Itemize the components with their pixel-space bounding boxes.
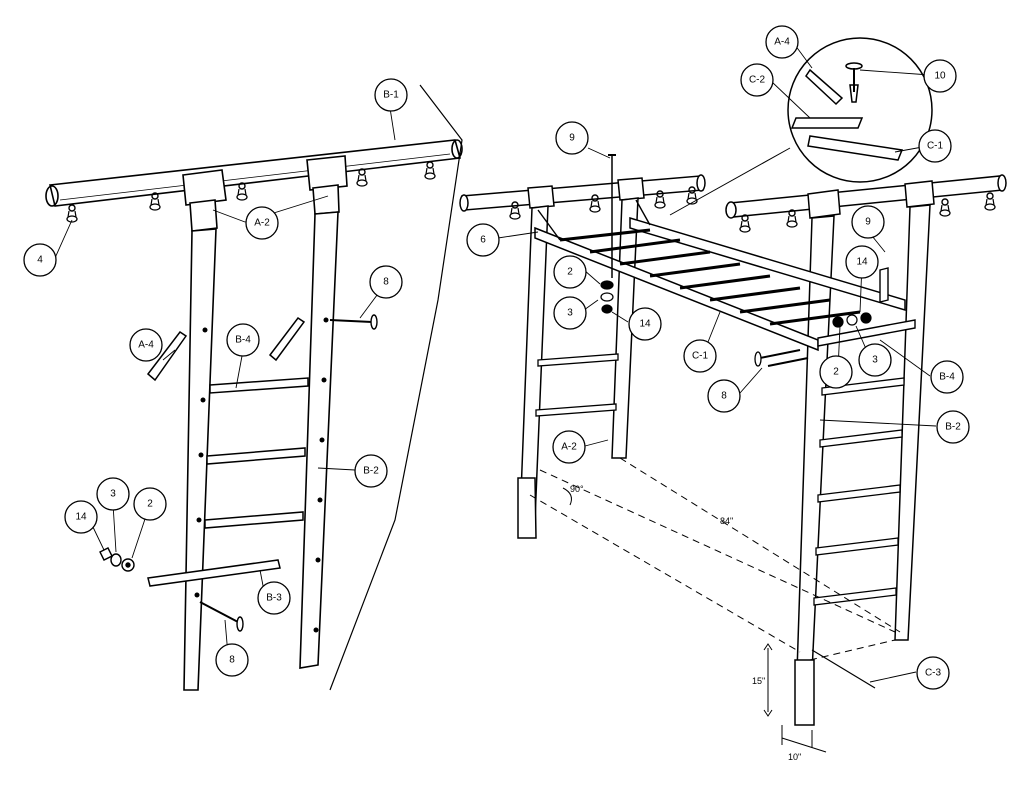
bolt-8-bottom — [199, 601, 244, 632]
callout-4: 4 — [23, 243, 57, 277]
svg-text:A-2: A-2 — [561, 442, 577, 453]
callout-2-right: 2 — [819, 355, 853, 389]
svg-text:C-1: C-1 — [927, 141, 944, 152]
svg-text:2: 2 — [567, 267, 573, 278]
callout-6: 6 — [466, 223, 500, 257]
angle-label: 90° — [570, 484, 584, 494]
svg-text:C-2: C-2 — [749, 75, 766, 86]
svg-text:B-3: B-3 — [266, 593, 282, 604]
callout-8-right: 8 — [707, 379, 741, 413]
left-exploded-view — [45, 84, 463, 691]
svg-text:B-2: B-2 — [945, 422, 961, 433]
b3-brace — [147, 559, 281, 587]
svg-text:3: 3 — [872, 355, 878, 366]
svg-text:6: 6 — [480, 235, 486, 246]
callout-b2-left: B-2 — [354, 454, 388, 488]
callout-8-bottom: 8 — [215, 643, 249, 677]
svg-text:A-4: A-4 — [138, 340, 154, 351]
callout-14-left: 14 — [64, 500, 98, 534]
hardware-stack-left — [99, 547, 135, 572]
svg-text:A-2: A-2 — [254, 218, 270, 229]
width-label: 10" — [788, 752, 801, 762]
callout-b3: B-3 — [257, 581, 291, 615]
post-holes — [194, 317, 329, 633]
callout-c1-mid: C-1 — [683, 339, 717, 373]
svg-text:8: 8 — [383, 277, 389, 288]
height-label: 15" — [752, 676, 765, 686]
svg-text:10: 10 — [934, 71, 946, 82]
top-bar — [45, 139, 463, 207]
svg-text:14: 14 — [639, 319, 651, 330]
svg-text:8: 8 — [229, 655, 235, 666]
leader-lines-right — [497, 147, 937, 683]
callout-c2: C-2 — [740, 63, 774, 97]
svg-text:3: 3 — [567, 308, 573, 319]
callout-c3: C-3 — [916, 656, 950, 690]
callout-9-right: 9 — [851, 205, 885, 239]
callout-14-mid: 14 — [628, 307, 662, 341]
length-label: 84" — [720, 516, 733, 526]
svg-text:C-3: C-3 — [925, 668, 942, 679]
callout-b2-right: B-2 — [936, 410, 970, 444]
callout-10: 10 — [923, 59, 957, 93]
svg-text:9: 9 — [569, 133, 575, 144]
callout-3-left: 3 — [96, 477, 130, 511]
callout-8-top: 8 — [369, 265, 403, 299]
svg-text:B-1: B-1 — [383, 90, 399, 101]
svg-text:4: 4 — [37, 255, 43, 266]
callout-9-left: 9 — [555, 121, 589, 155]
overhead-ladder — [534, 216, 906, 352]
callout-a4-detail: A-4 — [765, 25, 799, 59]
callout-2-left: 2 — [133, 487, 167, 521]
svg-text:14: 14 — [75, 512, 87, 523]
bolt-8-top — [329, 314, 378, 330]
svg-text:A-4: A-4 — [774, 37, 790, 48]
dimension-lines — [562, 487, 827, 753]
callout-b4-right: B-4 — [930, 360, 964, 394]
callout-3-right: 3 — [858, 343, 892, 377]
callout-a2-right: A-2 — [552, 430, 586, 464]
callout-2-mid: 2 — [553, 255, 587, 289]
divider-line — [329, 84, 463, 691]
footprint-dashes — [529, 457, 901, 661]
callout-a2-left: A-2 — [245, 206, 279, 240]
callout-14-right: 14 — [845, 245, 879, 279]
callout-3-mid: 3 — [553, 296, 587, 330]
svg-text:2: 2 — [833, 367, 839, 378]
tee-fitting — [182, 155, 348, 232]
svg-text:B-2: B-2 — [363, 466, 379, 477]
svg-text:14: 14 — [856, 257, 868, 268]
callout-c1-detail: C-1 — [918, 129, 952, 163]
svg-text:8: 8 — [721, 391, 727, 402]
a4-brackets — [146, 316, 306, 382]
callout-b1: B-1 — [374, 78, 408, 112]
svg-text:B-4: B-4 — [939, 372, 955, 383]
callout-b4-left: B-4 — [226, 323, 260, 357]
svg-text:3: 3 — [110, 489, 116, 500]
svg-text:2: 2 — [147, 499, 153, 510]
ladder-rungs — [204, 377, 309, 529]
callout-bubbles: B-1 A-2 4 8 A-4 B-4 B-2 14 3 2 B-3 8 A-4… — [23, 25, 970, 690]
svg-text:B-4: B-4 — [235, 335, 251, 346]
svg-text:C-1: C-1 — [692, 351, 709, 362]
svg-text:9: 9 — [865, 217, 871, 228]
hardware-stack-right — [600, 154, 872, 328]
callout-a4-left: A-4 — [129, 328, 163, 362]
right-assembled-view — [459, 147, 1007, 753]
